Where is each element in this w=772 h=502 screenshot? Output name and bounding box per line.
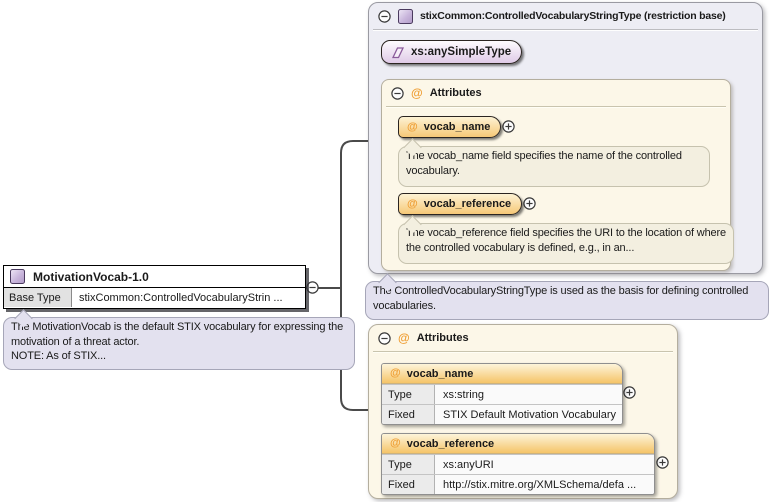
- base-type-annotation: The ControlledVocabularyStringType is us…: [365, 281, 769, 320]
- type-label: Type: [382, 385, 435, 404]
- fixed-value: http://stix.mitre.org/XMLSchema/defa ...: [435, 475, 654, 494]
- expand-icon[interactable]: [502, 120, 515, 133]
- base-type-panel-header: stixCommon:ControlledVocabularyStringTyp…: [369, 3, 762, 29]
- base-type-panel-title: stixCommon:ControlledVocabularyStringTyp…: [420, 10, 726, 22]
- attribute-table-vocab-name[interactable]: @ vocab_name Type xs:string Fixed STIX D…: [381, 363, 623, 425]
- base-type-value: stixCommon:ControlledVocabularyStrin ...: [79, 291, 283, 304]
- attribute-icon: @: [390, 367, 401, 379]
- base-attributes-header: @ Attributes: [382, 80, 730, 106]
- collapse-icon[interactable]: [306, 281, 319, 294]
- vocab-name-annotation: The vocab_name field specifies the name …: [398, 146, 710, 187]
- header-divider: [386, 106, 726, 108]
- table-row: Type xs:string: [382, 384, 622, 404]
- attribute-pill-vocab-reference[interactable]: @ vocab_reference: [398, 193, 523, 215]
- base-type-label: Base Type: [4, 288, 72, 307]
- attribute-icon: @: [407, 120, 418, 133]
- attributes-panel-title: Attributes: [416, 332, 469, 344]
- attributes-panel: @ Attributes @ vocab_name Type xs:string…: [368, 324, 678, 499]
- header-divider: [373, 351, 673, 353]
- header-divider: [373, 29, 758, 31]
- table-row: Fixed http://stix.mitre.org/XMLSchema/de…: [382, 474, 654, 494]
- collapse-icon[interactable]: [378, 9, 391, 23]
- fixed-value: STIX Default Motivation Vocabulary: [435, 405, 622, 424]
- attributes-panel-header: @ Attributes: [369, 325, 677, 351]
- attribute-pill-vocab-name[interactable]: @ vocab_name: [398, 116, 502, 138]
- simple-type-pill[interactable]: xs:anySimpleType: [381, 40, 523, 64]
- simple-type-icon: [390, 46, 405, 59]
- attribute-table-header: @ vocab_reference: [382, 434, 654, 454]
- root-element-box[interactable]: MotivationVocab-1.0 Base Type stixCommon…: [3, 265, 306, 309]
- base-attributes-panel: @ Attributes @ vocab_name The vocab_name…: [381, 79, 734, 271]
- root-element-annotation: The MotivationVocab is the default STIX …: [3, 317, 355, 370]
- table-row: Type xs:anyURI: [382, 454, 654, 474]
- attribute-name: vocab_reference: [423, 198, 512, 210]
- attribute-name: vocab_name: [406, 367, 474, 380]
- fixed-label: Fixed: [382, 475, 435, 494]
- base-type-panel: stixCommon:ControlledVocabularyStringTyp…: [368, 2, 763, 274]
- base-type-row: Base Type stixCommon:ControlledVocabular…: [4, 288, 305, 307]
- type-label: Type: [382, 455, 435, 474]
- collapse-icon[interactable]: [391, 86, 404, 100]
- root-element-title: MotivationVocab-1.0: [33, 269, 149, 284]
- attribute-icon: @: [411, 85, 423, 100]
- complex-type-icon: [398, 8, 413, 24]
- attribute-icon: @: [407, 197, 418, 210]
- attribute-table-vocab-reference[interactable]: @ vocab_reference Type xs:anyURI Fixed h…: [381, 433, 655, 495]
- root-element-header: MotivationVocab-1.0: [4, 266, 305, 288]
- collapse-icon[interactable]: [378, 331, 391, 345]
- attribute-icon: @: [398, 330, 410, 345]
- attribute-name: vocab_reference: [406, 437, 495, 450]
- type-value: xs:anyURI: [435, 455, 654, 474]
- expand-icon[interactable]: [656, 456, 669, 469]
- attribute-name: vocab_name: [423, 121, 491, 133]
- base-attributes-title: Attributes: [429, 87, 482, 99]
- simple-type-label: xs:anySimpleType: [411, 46, 512, 58]
- type-value: xs:string: [435, 385, 622, 404]
- vocab-reference-annotation: The vocab_reference field specifies the …: [398, 223, 734, 264]
- fixed-label: Fixed: [382, 405, 435, 424]
- expand-icon[interactable]: [523, 197, 536, 210]
- attribute-table-header: @ vocab_name: [382, 364, 622, 384]
- element-type-icon: [10, 269, 25, 284]
- expand-icon[interactable]: [623, 386, 636, 399]
- table-row: Fixed STIX Default Motivation Vocabulary: [382, 404, 622, 424]
- attribute-icon: @: [390, 437, 401, 449]
